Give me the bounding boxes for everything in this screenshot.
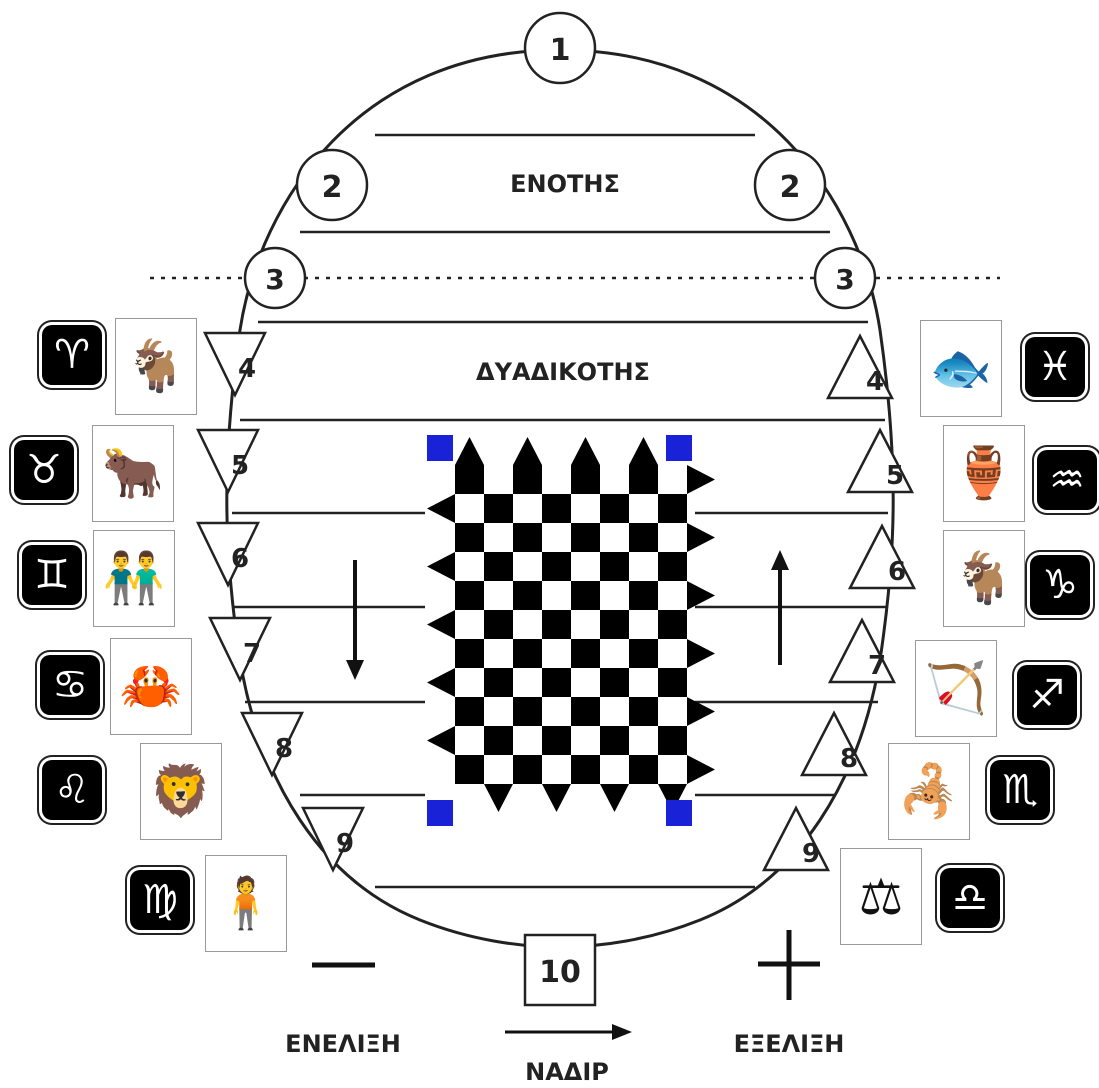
board-corner-2 xyxy=(427,800,453,826)
left-triangle-number: 5 xyxy=(231,451,249,481)
board-corner-3 xyxy=(666,800,692,826)
pisces-figure-icon: 🐟 xyxy=(920,320,1002,417)
level-1-number: 1 xyxy=(550,33,571,68)
level-10-number: 10 xyxy=(539,955,581,990)
pisces-glyph-icon: ♓ xyxy=(1025,337,1085,397)
right-arrow xyxy=(505,1024,632,1040)
sagittarius-glyph-icon: ♐ xyxy=(1017,665,1077,725)
left-triangle-number: 7 xyxy=(243,639,261,669)
scorpio-figure-icon: 🦂 xyxy=(888,743,970,840)
capricorn-glyph-icon: ♑ xyxy=(1030,555,1090,615)
taurus-figure-icon: 🐂 xyxy=(92,425,174,522)
libra-glyph-icon: ♎ xyxy=(940,868,1000,928)
sagittarius-figure-icon: 🏹 xyxy=(915,640,997,737)
aries-figure-icon: 🐐 xyxy=(115,318,197,415)
level-2-left-number: 2 xyxy=(322,170,343,205)
leo-figure-icon: 🦁 xyxy=(140,743,222,840)
right-triangle-number: 7 xyxy=(868,651,886,681)
duality-label: ΔΥΑΔΙΚΟΤΗΣ xyxy=(476,358,650,386)
right-triangle-number: 5 xyxy=(886,461,904,491)
checkerboard xyxy=(427,435,715,826)
board-corner-0 xyxy=(427,435,453,461)
libra-figure-icon: ⚖ xyxy=(840,848,922,945)
right-triangle-number: 4 xyxy=(866,367,884,397)
aquarius-figure-icon: 🏺 xyxy=(943,425,1025,522)
capricorn-figure-icon: 🐐 xyxy=(943,530,1025,627)
right-triangle-number: 8 xyxy=(840,744,858,774)
scorpio-glyph-icon: ♏ xyxy=(990,760,1050,820)
down-arrow xyxy=(346,560,364,680)
virgo-glyph-icon: ♍ xyxy=(130,870,190,930)
left-triangle-number: 8 xyxy=(275,734,293,764)
right-triangle-number: 6 xyxy=(888,557,906,587)
gemini-glyph-icon: ♊ xyxy=(22,545,82,605)
nadir-label: ΝΑΔΙΡ xyxy=(525,1058,609,1086)
board-corner-1 xyxy=(666,435,692,461)
left-triangle-number: 9 xyxy=(336,829,354,859)
level-3-right-number: 3 xyxy=(835,263,854,296)
right-triangle-number: 9 xyxy=(802,839,820,869)
unity-label: ΕΝΟΤΗΣ xyxy=(510,170,620,198)
leo-glyph-icon: ♌ xyxy=(42,760,102,820)
aries-glyph-icon: ♈ xyxy=(42,325,102,385)
left-triangle-number: 4 xyxy=(238,354,256,384)
involution-label: ΕΝΕΛΙΞΗ xyxy=(285,1030,401,1058)
virgo-figure-icon: 🧍 xyxy=(205,855,287,952)
plus-sign xyxy=(758,930,820,1000)
evolution-label: ΕΞΕΛΙΞΗ xyxy=(734,1030,845,1058)
taurus-glyph-icon: ♉ xyxy=(14,440,74,500)
aquarius-glyph-icon: ♒ xyxy=(1037,450,1097,510)
gemini-figure-icon: 👬 xyxy=(93,530,175,627)
cancer-glyph-icon: ♋ xyxy=(40,655,100,715)
left-triangle-number: 6 xyxy=(231,544,249,574)
level-2-right-number: 2 xyxy=(780,170,801,205)
cancer-figure-icon: 🦀 xyxy=(110,638,192,735)
level-3-left-number: 3 xyxy=(265,263,284,296)
